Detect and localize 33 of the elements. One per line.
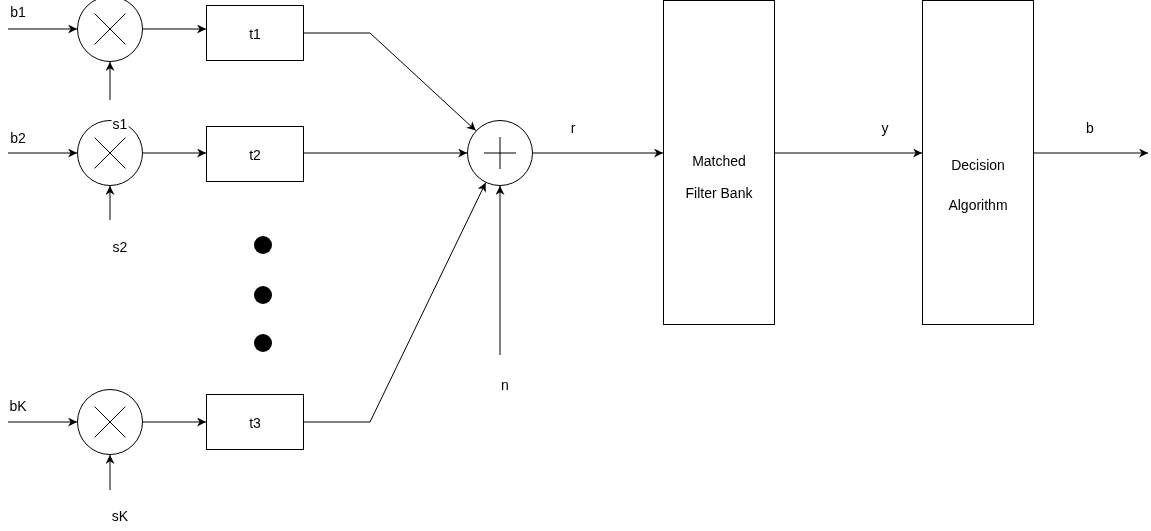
- box-label: t1: [248, 26, 262, 42]
- signal-label: sK: [110, 508, 130, 524]
- arrow: [303, 148, 468, 158]
- arrow: [303, 182, 487, 423]
- arrow: [7, 24, 78, 34]
- arrow: [142, 417, 207, 427]
- signal-label: b: [1085, 120, 1095, 136]
- signal-label: b2: [9, 130, 27, 146]
- arrow: [105, 185, 115, 221]
- box-label: Decision Algorithm: [947, 156, 1009, 215]
- arrow: [7, 148, 78, 158]
- arrow: [303, 32, 477, 132]
- arrow: [142, 148, 207, 158]
- box-label: Matched Filter Bank: [684, 152, 754, 203]
- process-box: [206, 394, 304, 450]
- signal-label: s1: [111, 116, 129, 132]
- arrow: [105, 61, 115, 101]
- process-box: [206, 126, 304, 182]
- arrow: [774, 148, 923, 158]
- arrow: [495, 185, 505, 356]
- arrow: [532, 148, 664, 158]
- process-box: [663, 0, 775, 325]
- process-box: [206, 5, 304, 61]
- process-box: [922, 0, 1034, 325]
- signal-label: bK: [8, 398, 28, 414]
- arrow: [1033, 148, 1149, 158]
- arrow: [105, 454, 115, 491]
- box-label: t2: [248, 147, 262, 163]
- box-label: t3: [248, 415, 262, 431]
- signal-label: b1: [9, 4, 27, 20]
- arrow: [142, 24, 207, 34]
- signal-label: s2: [111, 239, 129, 255]
- arrow: [7, 417, 78, 427]
